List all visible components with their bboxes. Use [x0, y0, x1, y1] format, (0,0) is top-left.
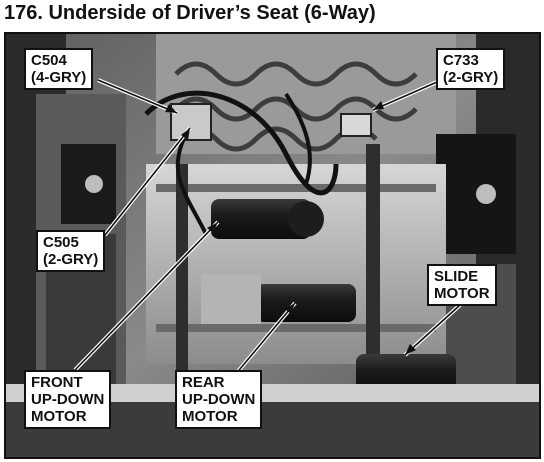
callout-front-motor-line3: MOTOR [31, 408, 87, 425]
callout-slide-motor: SLIDE MOTOR [427, 264, 497, 306]
callout-rear-motor-line1: REAR [182, 374, 225, 391]
callout-c733-line1: C733 [443, 52, 479, 69]
callout-rear-motor-line2: UP-DOWN [182, 391, 256, 408]
callout-front-motor-line1: FRONT [31, 374, 83, 391]
callout-c733: C733 (2-GRY) [436, 48, 506, 90]
callout-slide-motor-line1: SLIDE [434, 268, 479, 285]
callout-rear-up-down-motor: REAR UP-DOWN MOTOR [175, 370, 263, 429]
callout-c505: C505 (2-GRY) [36, 230, 106, 272]
callout-c505-line2: (2-GRY) [43, 251, 99, 268]
callout-front-motor-line2: UP-DOWN [31, 391, 105, 408]
callout-front-up-down-motor: FRONT UP-DOWN MOTOR [24, 370, 112, 429]
callout-c733-line2: (2-GRY) [443, 69, 499, 86]
callout-c504-line1: C504 [31, 52, 67, 69]
callout-c504: C504 (4-GRY) [24, 48, 94, 90]
callout-c504-line2: (4-GRY) [31, 69, 87, 86]
callout-slide-motor-line2: MOTOR [434, 285, 490, 302]
page-title: 176. Underside of Driver’s Seat (6-Way) [4, 2, 376, 24]
callout-rear-motor-line3: MOTOR [182, 408, 238, 425]
callout-c505-line1: C505 [43, 234, 79, 251]
